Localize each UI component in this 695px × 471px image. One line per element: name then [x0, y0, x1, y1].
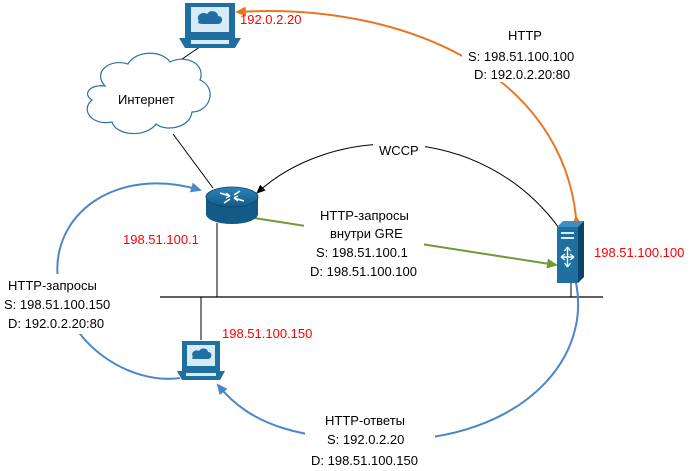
client-node: [177, 341, 225, 380]
http-cache-label-bg: [462, 24, 587, 82]
client-requests-label-bg: [2, 274, 122, 334]
gre-label-line4: D: 198.51.100.100: [310, 264, 417, 279]
workstation-icon: [179, 3, 241, 48]
client-requests-label-line1: HTTP-запросы: [8, 278, 97, 293]
http-cache-label-line1: HTTP: [508, 28, 542, 43]
client-ip: 198.51.100.150: [222, 326, 312, 341]
cache-node: [557, 221, 584, 283]
router-node: [205, 186, 259, 224]
cache-ip: 198.51.100.100: [594, 245, 684, 260]
gre-label-bg: [304, 205, 424, 281]
link-cloud-router: [172, 133, 214, 189]
cloud-icon: [86, 52, 211, 135]
client-requests-label-line3: D: 192.0.2.20:80: [8, 316, 104, 331]
gre-label-line1: HTTP-запросы: [320, 208, 409, 223]
http-cache-label-line2: S: 198.51.100.100: [468, 49, 574, 64]
cloud-label: Интернет: [118, 92, 175, 107]
router-ip: 198.51.100.1: [123, 232, 199, 247]
router-icon: [205, 186, 259, 224]
wccp-label: WCCP: [379, 143, 419, 158]
responses-label-line2: S: 192.0.2.20: [327, 432, 404, 447]
web-server-node: [179, 3, 241, 48]
responses-label-line3: D: 198.51.100.150: [311, 453, 418, 468]
cache-engine-icon: [557, 221, 584, 283]
http-cache-label-line3: D: 192.0.2.20:80: [474, 67, 570, 82]
workstation-icon: [177, 341, 225, 380]
cache-server-http-arrow: [235, 6, 582, 227]
gre-label-line3: S: 198.51.100.1: [316, 245, 408, 260]
responses-label-bg: [305, 410, 435, 470]
client-requests-label-line2: S: 198.51.100.150: [4, 297, 110, 312]
responses-label-line1: HTTP-ответы: [325, 413, 405, 428]
gre-label-line2: внутри GRE: [330, 226, 403, 241]
web-server-ip: 192.0.2.20: [240, 12, 301, 27]
